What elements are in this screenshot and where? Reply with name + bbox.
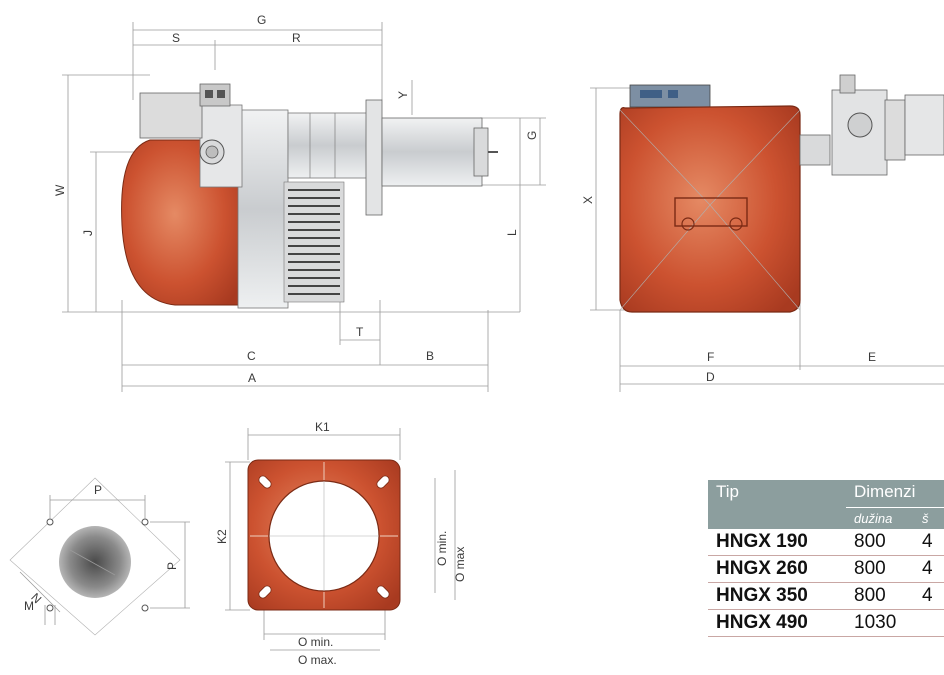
dim-label-d: D xyxy=(706,370,715,384)
dim-label-k1: K1 xyxy=(315,420,330,434)
dim-label-b: B xyxy=(426,349,434,363)
table-header-dimensions: Dimenzi xyxy=(846,480,944,508)
dim-label-t: T xyxy=(356,325,364,339)
dim-label-p-top: P xyxy=(94,483,102,497)
table-subheader-length: dužina xyxy=(846,507,914,529)
table-cell-length: 800 xyxy=(846,582,914,610)
dim-label-m: M xyxy=(24,599,34,613)
front-view-drawing: X F E D xyxy=(581,74,944,392)
dim-label-l: L xyxy=(505,229,519,236)
table-cell-length: 800 xyxy=(846,555,914,583)
table-cell-tip: HNGX 260 xyxy=(708,555,846,583)
dim-label-y: Y xyxy=(396,91,410,99)
table-cell-tip: HNGX 490 xyxy=(708,609,846,637)
table-cell-length: 1030 xyxy=(846,609,914,637)
dim-label-x: X xyxy=(581,196,595,204)
dim-label-p-right: P xyxy=(165,562,179,570)
dimension-table: Tip Dimenzi dužina š HNGX 190 800 4 HNGX… xyxy=(708,480,944,637)
table-row: HNGX 350 800 4 xyxy=(708,582,944,610)
mounting-plate-drawing: K1 K2 O min. O max O min. O max. xyxy=(215,420,467,667)
dim-label-r: R xyxy=(292,31,301,45)
table-subheader-next: š xyxy=(914,507,944,529)
table-cell-tip: HNGX 190 xyxy=(708,529,846,556)
dim-label-s: S xyxy=(172,31,180,45)
table-cell-next: 4 xyxy=(914,529,944,556)
dim-label-g-top: G xyxy=(257,13,266,27)
dim-label-j: J xyxy=(81,230,95,236)
dim-label-e: E xyxy=(868,350,876,364)
flange-bolt-pattern-drawing: P P N M xyxy=(9,477,190,636)
table-header-row: Tip Dimenzi xyxy=(708,480,944,508)
dim-label-o-max-vertical: O max xyxy=(453,547,467,582)
table-cell-next xyxy=(914,609,944,637)
table-cell-length: 800 xyxy=(846,529,914,556)
dim-label-o-min-horizontal: O min. xyxy=(298,635,333,649)
dim-label-f: F xyxy=(707,350,714,364)
dim-label-k2: K2 xyxy=(215,529,229,544)
table-subheader-blank xyxy=(708,507,846,529)
table-cell-next: 4 xyxy=(914,555,944,583)
dim-label-c: C xyxy=(247,349,256,363)
table-cell-next: 4 xyxy=(914,582,944,610)
dim-label-g-right: G xyxy=(525,131,539,140)
dim-label-w: W xyxy=(53,184,67,196)
dim-label-o-max-horizontal: O max. xyxy=(298,653,337,667)
table-cell-tip: HNGX 350 xyxy=(708,582,846,610)
side-view-drawing: G S R Y G W J L T C B A xyxy=(53,13,546,392)
table-row: HNGX 490 1030 xyxy=(708,609,944,637)
dim-label-o-min-vertical: O min. xyxy=(435,531,449,566)
table-subheader-row: dužina š xyxy=(708,507,944,529)
dim-label-a: A xyxy=(248,371,256,385)
table-row: HNGX 260 800 4 xyxy=(708,555,944,583)
table-header-tip: Tip xyxy=(708,480,846,508)
table-row: HNGX 190 800 4 xyxy=(708,529,944,556)
